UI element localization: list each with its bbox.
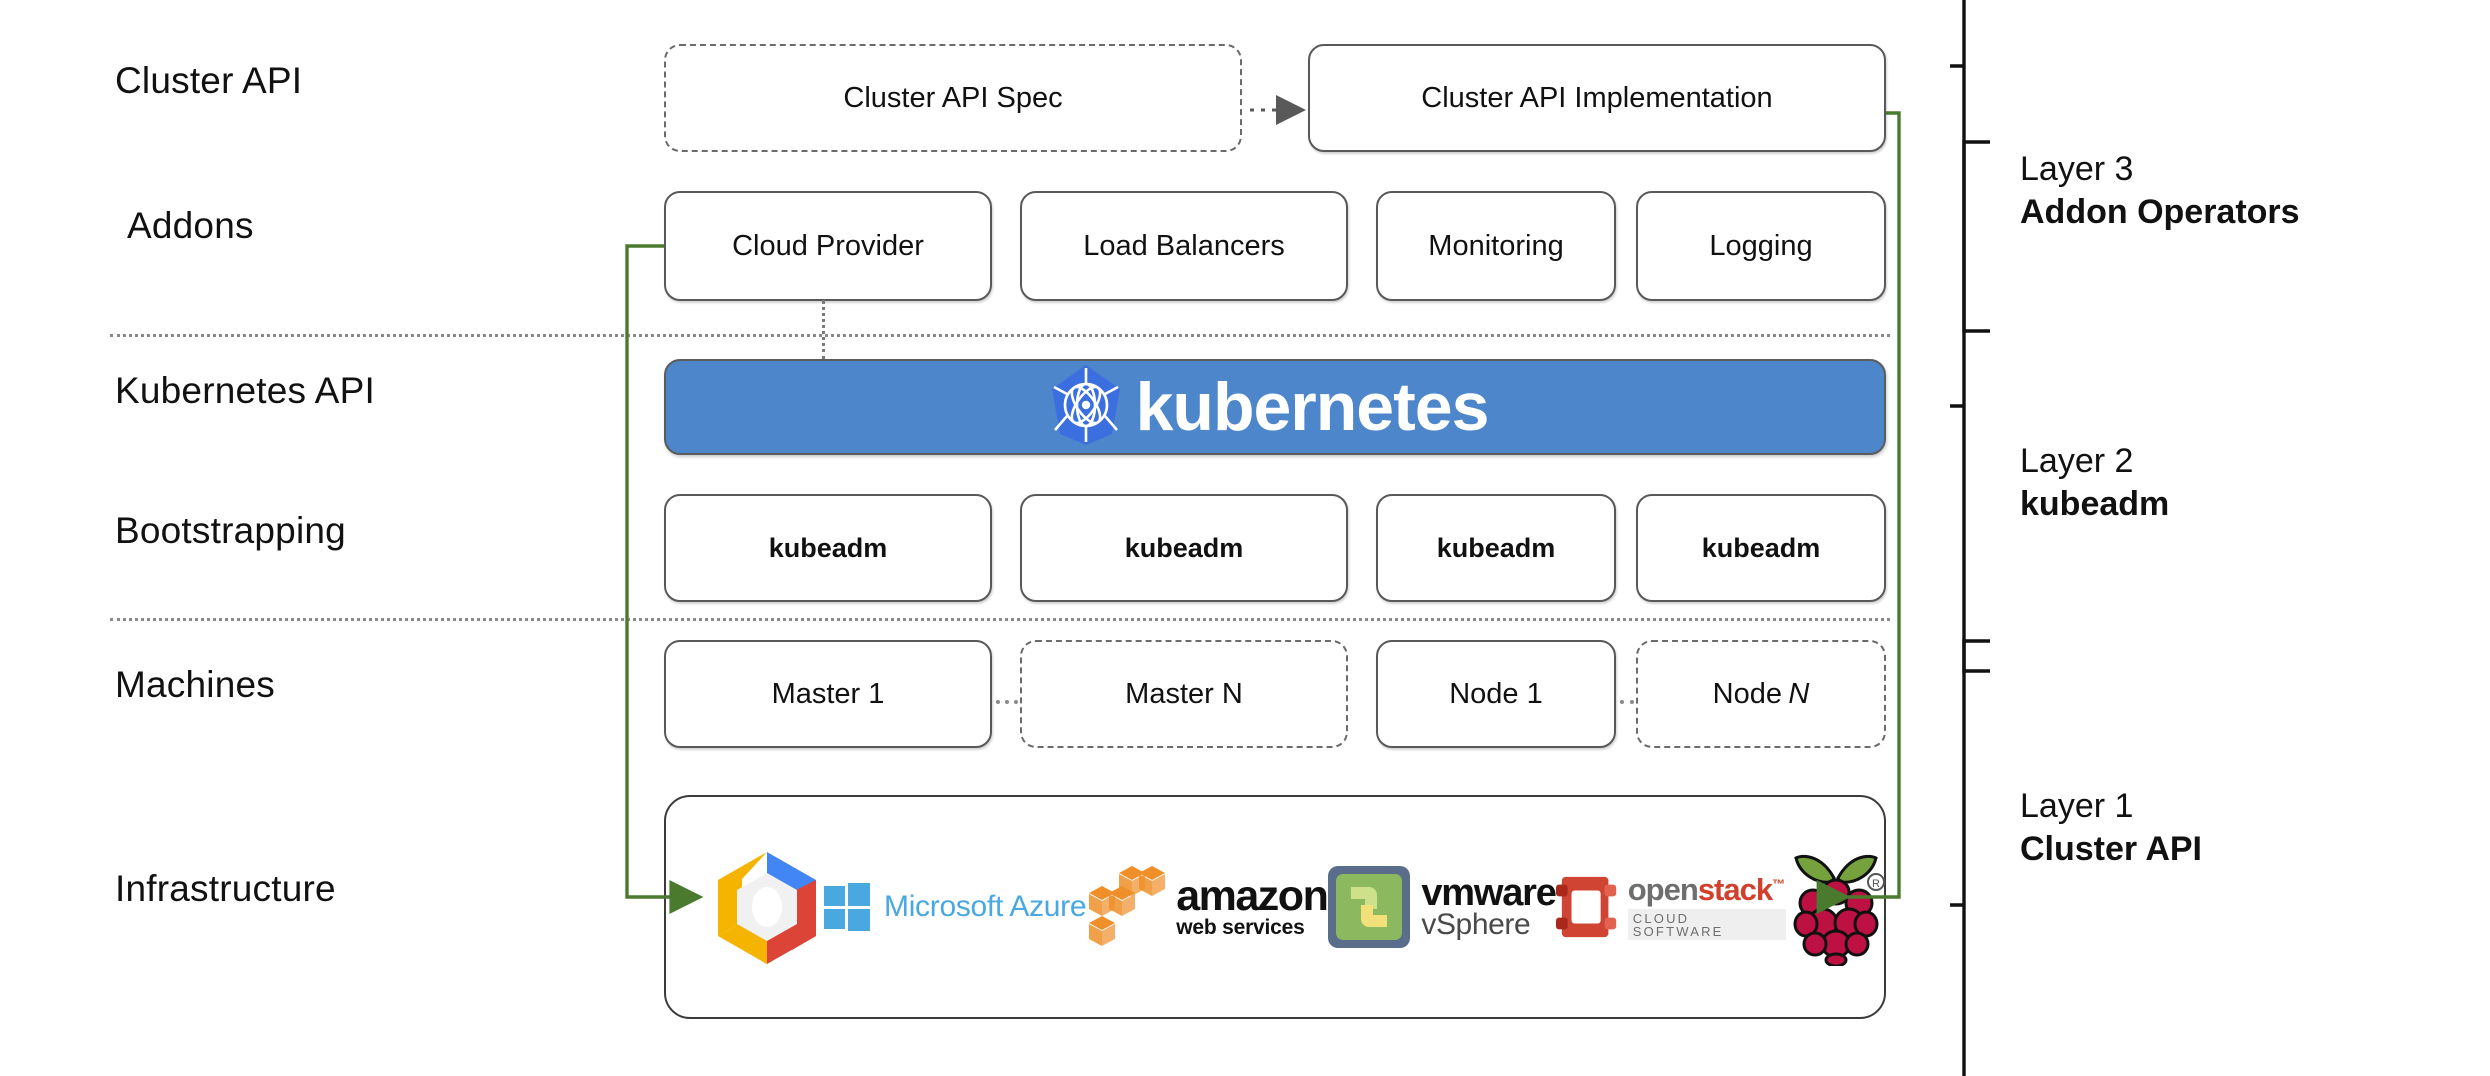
row-label-machines: Machines xyxy=(115,664,275,705)
connector-machines-ellipsis-1 xyxy=(996,700,1018,704)
kubernetes-wordmark: kubernetes xyxy=(1135,369,1490,445)
bracket-layer-1 xyxy=(1950,639,1990,1076)
vmware-vsphere-logo: vmware vSphere xyxy=(1327,865,1557,949)
row-label-infrastructure: Infrastructure xyxy=(115,868,336,909)
box-master-n[interactable]: Master N xyxy=(1020,640,1348,748)
box-kubeadm-3[interactable]: kubeadm xyxy=(1376,494,1616,602)
box-cluster-api-spec[interactable]: Cluster API Spec xyxy=(664,44,1242,152)
row-label-cluster-api: Cluster API xyxy=(115,60,303,101)
box-label-italic: N xyxy=(1788,677,1810,710)
infrastructure-panel[interactable]: Microsoft Azure amazon web services xyxy=(664,795,1886,1019)
openstack-wordmark-stack: stack xyxy=(1697,872,1773,907)
vmware-wordmark-secondary: vSphere xyxy=(1421,908,1531,941)
amazon-web-services-logo: amazon web services xyxy=(1086,864,1329,950)
box-master-1[interactable]: Master 1 xyxy=(664,640,992,748)
openstack-wordmark-open: open xyxy=(1627,872,1699,907)
bracket-layer-2 xyxy=(1950,140,1990,673)
connector-machines-ellipsis-2 xyxy=(1620,700,1634,704)
box-label: Logging xyxy=(1709,229,1813,262)
layer-label-1: Layer 1 Cluster API xyxy=(2020,785,2202,870)
box-kubeadm-2[interactable]: kubeadm xyxy=(1020,494,1348,602)
divider-layer3-layer2 xyxy=(110,334,1890,337)
trademark-symbol: ™ xyxy=(1772,876,1785,892)
row-label-kubernetes-api: Kubernetes API xyxy=(115,370,375,411)
vmware-wordmark-primary: vmware xyxy=(1421,872,1557,914)
layer-label-3-line2: Addon Operators xyxy=(2020,192,2300,231)
box-cluster-api-implementation[interactable]: Cluster API Implementation xyxy=(1308,44,1886,152)
box-label: Cloud Provider xyxy=(732,229,924,262)
box-label: kubeadm xyxy=(1124,532,1244,563)
openstack-tagline: CLOUD SOFTWARE xyxy=(1627,909,1787,940)
microsoft-azure-logo: Microsoft Azure xyxy=(822,882,1087,932)
row-label-addons: Addons xyxy=(127,205,254,246)
layer-label-1-line1: Layer 1 xyxy=(2020,787,2134,825)
kubernetes-banner[interactable]: kubernetes xyxy=(664,359,1886,455)
box-kubeadm-4[interactable]: kubeadm xyxy=(1636,494,1886,602)
box-cloud-provider[interactable]: Cloud Provider xyxy=(664,191,992,301)
kubernetes-helm-wheel-icon xyxy=(1050,364,1122,451)
box-label: Load Balancers xyxy=(1083,229,1285,262)
box-label: Master 1 xyxy=(771,677,885,710)
bracket-layer-3 xyxy=(1950,0,1990,333)
registered-symbol: R xyxy=(1867,873,1886,891)
layer-label-1-line2: Cluster API xyxy=(2020,829,2203,868)
box-label: kubeadm xyxy=(768,532,888,563)
box-label: kubeadm xyxy=(1436,532,1556,563)
divider-layer2-layer1 xyxy=(110,618,1890,621)
svg-text:R: R xyxy=(1872,878,1880,890)
box-label: Cluster API Implementation xyxy=(1421,81,1773,114)
box-label: Node 1 xyxy=(1449,677,1543,710)
layer-label-2: Layer 2 kubeadm xyxy=(2020,440,2169,525)
azure-wordmark: Microsoft Azure xyxy=(884,890,1087,923)
layer-label-2-line1: Layer 2 xyxy=(2020,442,2134,480)
raspberry-pi-logo: R xyxy=(1786,848,1886,966)
layer-label-2-line2: kubeadm xyxy=(2020,484,2170,523)
layer-label-3: Layer 3 Addon Operators xyxy=(2020,148,2300,233)
box-monitoring[interactable]: Monitoring xyxy=(1376,191,1616,301)
google-cloud-platform-icon xyxy=(712,848,822,966)
aws-wordmark-primary: amazon xyxy=(1176,871,1329,920)
box-label: Node xyxy=(1712,677,1782,710)
box-logging[interactable]: Logging xyxy=(1636,191,1886,301)
row-label-bootstrapping: Bootstrapping xyxy=(115,510,346,551)
box-label: kubeadm xyxy=(1701,532,1821,563)
connector-cloudprovider-kubernetes xyxy=(822,300,825,360)
aws-wordmark-secondary: web services xyxy=(1176,916,1305,940)
box-label: Monitoring xyxy=(1428,229,1564,262)
box-node-1[interactable]: Node 1 xyxy=(1376,640,1616,748)
box-kubeadm-1[interactable]: kubeadm xyxy=(664,494,992,602)
layer-label-3-line1: Layer 3 xyxy=(2020,150,2134,188)
openstack-logo: openstack™ CLOUD SOFTWARE xyxy=(1555,868,1787,946)
box-label: Cluster API Spec xyxy=(843,81,1063,114)
box-load-balancers[interactable]: Load Balancers xyxy=(1020,191,1348,301)
box-label: Master N xyxy=(1125,677,1243,710)
